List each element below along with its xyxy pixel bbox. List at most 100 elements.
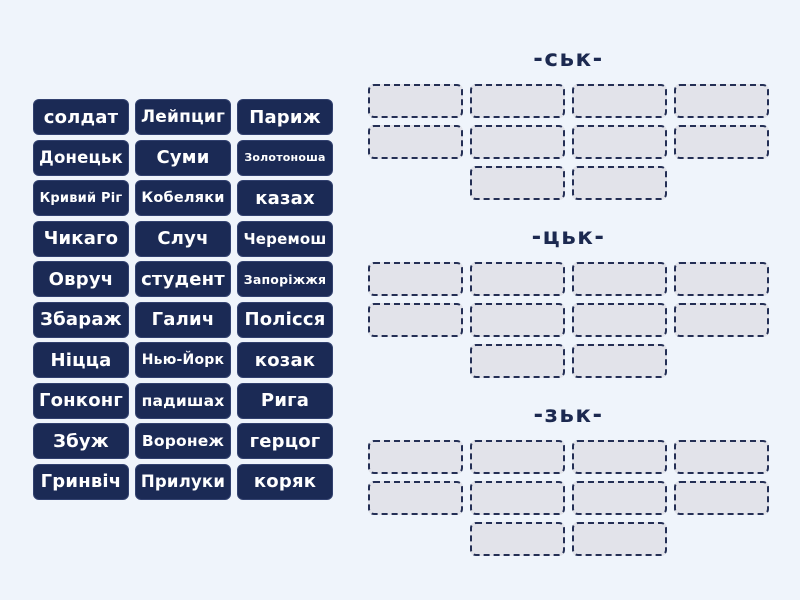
word-tile[interactable]: Нью-Йорк xyxy=(135,342,231,378)
word-tile-label: Париж xyxy=(249,106,321,128)
answer-slot[interactable] xyxy=(368,303,463,337)
answer-slot[interactable] xyxy=(674,262,769,296)
answer-slot[interactable] xyxy=(470,125,565,159)
word-tile[interactable]: казах xyxy=(237,180,333,216)
group-tsk-label: -цьк- xyxy=(531,224,606,250)
group-zk-header: -зьк- xyxy=(368,402,769,428)
word-tile-label: казах xyxy=(255,187,315,209)
answer-slot[interactable] xyxy=(470,440,565,474)
answer-slot[interactable] xyxy=(470,262,565,296)
word-tile[interactable]: Збараж xyxy=(33,301,129,338)
answer-slot[interactable] xyxy=(572,125,667,159)
word-tile-label: Черемош xyxy=(243,229,327,248)
word-tile[interactable]: Кобеляки xyxy=(135,180,231,216)
slot-row xyxy=(368,262,769,296)
word-tile[interactable]: Полісся xyxy=(237,301,333,338)
answer-slot[interactable] xyxy=(368,440,463,474)
answer-slot[interactable] xyxy=(470,481,565,515)
answer-slot[interactable] xyxy=(368,125,463,159)
word-tile[interactable]: козак xyxy=(237,342,333,378)
word-tile-label: Ніцца xyxy=(50,349,112,371)
word-tile[interactable]: Суми xyxy=(135,139,231,176)
word-tile[interactable]: Чикаго xyxy=(33,220,129,257)
word-tile-label: Збараж xyxy=(40,309,122,330)
word-tile-label: Кривий Ріг xyxy=(39,190,123,206)
word-tile-label: Гринвіч xyxy=(40,471,122,492)
answer-slot[interactable] xyxy=(572,440,667,474)
group-sk-label: -ськ- xyxy=(533,46,604,72)
word-tile-label: Суми xyxy=(156,147,210,168)
word-tile[interactable]: Прилуки xyxy=(135,463,231,500)
word-tile[interactable]: Золотоноша xyxy=(237,139,333,176)
word-tile[interactable]: Воронеж xyxy=(135,423,231,459)
word-tile[interactable]: солдат xyxy=(33,99,129,135)
answer-slot[interactable] xyxy=(572,344,667,378)
word-tile-label: Галич xyxy=(151,309,215,330)
word-tile-label: солдат xyxy=(43,106,119,128)
answer-slot[interactable] xyxy=(674,125,769,159)
word-tile[interactable]: Кривий Ріг xyxy=(33,180,129,216)
answer-slot[interactable] xyxy=(572,303,667,337)
word-tile[interactable]: Донецьк xyxy=(33,139,129,176)
word-tile-label: Воронеж xyxy=(141,432,225,450)
answer-slot[interactable] xyxy=(572,522,667,556)
slot-row xyxy=(368,166,769,200)
word-tile[interactable]: Париж xyxy=(237,99,333,135)
word-tile-label: Полісся xyxy=(244,309,326,330)
group-zk-label: -зьк- xyxy=(533,402,604,428)
answer-slot[interactable] xyxy=(572,166,667,200)
word-tile[interactable]: Гринвіч xyxy=(33,463,129,500)
word-tile[interactable]: Лейпциг xyxy=(135,99,231,135)
word-tile-label: Гонконг xyxy=(38,390,124,411)
word-tile[interactable]: Галич xyxy=(135,301,231,338)
word-tile[interactable]: коряк xyxy=(237,463,333,500)
answer-slot[interactable] xyxy=(470,522,565,556)
answer-slot[interactable] xyxy=(470,303,565,337)
word-tile[interactable]: Овруч xyxy=(33,261,129,297)
word-tile[interactable]: Збуж xyxy=(33,423,129,459)
group-zk: -зьк- xyxy=(368,402,769,563)
answer-slot[interactable] xyxy=(674,84,769,118)
slot-row xyxy=(368,344,769,378)
word-tile-label: Рига xyxy=(260,390,310,411)
answer-slot[interactable] xyxy=(674,440,769,474)
word-tile-label: Случ xyxy=(157,228,209,249)
word-tile[interactable]: падишах xyxy=(135,382,231,419)
slot-row xyxy=(368,440,769,474)
word-tile-label: Донецьк xyxy=(39,148,123,167)
answer-slot[interactable] xyxy=(368,262,463,296)
word-tile-label: студент xyxy=(141,268,225,290)
answer-slot[interactable] xyxy=(470,166,565,200)
word-tile[interactable]: Гонконг xyxy=(33,382,129,419)
word-tile-label: Кобеляки xyxy=(141,190,225,206)
word-tile[interactable]: Запоріжжя xyxy=(237,261,333,297)
word-tile[interactable]: студент xyxy=(135,261,231,297)
answer-slot[interactable] xyxy=(572,262,667,296)
answer-slot[interactable] xyxy=(470,84,565,118)
word-tile-label: падишах xyxy=(141,391,225,410)
slot-row xyxy=(368,481,769,515)
answer-slot[interactable] xyxy=(674,481,769,515)
answer-slot[interactable] xyxy=(572,84,667,118)
word-tile[interactable]: Случ xyxy=(135,220,231,257)
answer-slot[interactable] xyxy=(572,481,667,515)
answer-slot[interactable] xyxy=(368,84,463,118)
answer-slot[interactable] xyxy=(368,481,463,515)
group-sk-slots xyxy=(368,84,769,200)
word-tile-label: Овруч xyxy=(48,268,114,290)
answer-slot[interactable] xyxy=(674,303,769,337)
group-tsk-slots xyxy=(368,262,769,378)
word-tile[interactable]: герцог xyxy=(237,423,333,459)
word-tile[interactable]: Черемош xyxy=(237,220,333,257)
word-tile-label: козак xyxy=(254,349,316,371)
group-sk: -ськ- xyxy=(368,46,769,207)
word-tile[interactable]: Ніцца xyxy=(33,342,129,378)
slot-row xyxy=(368,303,769,337)
group-tsk: -цьк- xyxy=(368,224,769,385)
word-tile-label: Чикаго xyxy=(43,228,119,249)
answer-slot[interactable] xyxy=(470,344,565,378)
word-tile[interactable]: Рига xyxy=(237,382,333,419)
word-tile-label: Нью-Йорк xyxy=(141,352,225,368)
group-tsk-header: -цьк- xyxy=(368,224,769,250)
